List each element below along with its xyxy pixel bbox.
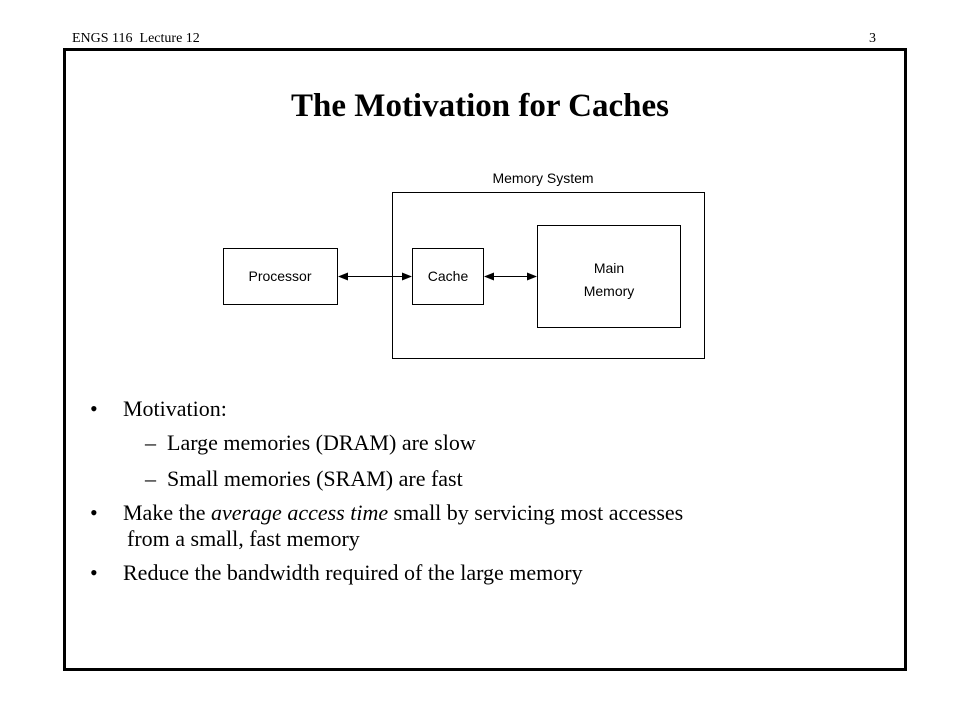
cache-box	[412, 248, 484, 305]
sub-bullet-sram: – Small memories (SRAM) are fast	[90, 466, 890, 492]
dash-marker: –	[145, 430, 156, 455]
bullet-text-line2: from a small, fast memory	[127, 526, 360, 551]
dash-marker: –	[145, 466, 156, 491]
slide-frame	[63, 48, 907, 671]
bullet-text-emphasis: average access time	[210, 500, 389, 525]
bullet-marker: •	[90, 500, 98, 525]
sub-bullet-dram: – Large memories (DRAM) are slow	[90, 430, 890, 456]
processor-box	[223, 248, 338, 305]
bullet-text: Motivation:	[123, 396, 227, 421]
bullet-marker: •	[90, 560, 98, 585]
bullet-text-part1: Make the	[123, 500, 211, 525]
bullet-average-access-time: • Make the average access time small by …	[90, 500, 890, 552]
bullet-marker: •	[90, 396, 98, 421]
slide-header-course: ENGS 116 Lecture 12	[72, 31, 200, 46]
main-memory-box	[537, 225, 681, 328]
bullet-text: Reduce the bandwidth required of the lar…	[123, 560, 583, 585]
bullet-motivation: • Motivation:	[90, 396, 890, 422]
bullet-text-part2: small by servicing most accesses	[388, 500, 684, 525]
bullet-bandwidth: • Reduce the bandwidth required of the l…	[90, 560, 890, 586]
main-memory-label-line2: Memory	[584, 283, 635, 299]
cache-label: Cache	[428, 268, 469, 284]
slide-title: The Motivation for Caches	[291, 88, 669, 124]
bullet-list: • Motivation: – Large memories (DRAM) ar…	[90, 396, 890, 586]
slide-page-number: 3	[869, 31, 876, 46]
main-memory-label-line1: Main	[594, 260, 624, 276]
processor-label: Processor	[248, 268, 311, 284]
sub-bullet-text: Small memories (SRAM) are fast	[167, 466, 463, 491]
memory-system-label: Memory System	[492, 170, 593, 186]
sub-bullet-text: Large memories (DRAM) are slow	[167, 430, 476, 455]
